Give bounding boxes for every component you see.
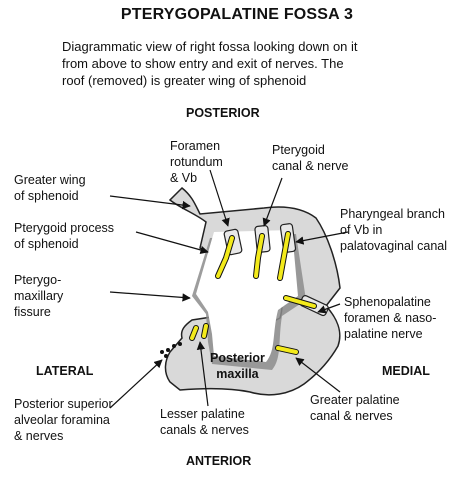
label-line: maxillary	[14, 289, 64, 303]
lesser-palatine-nerve	[190, 326, 198, 340]
psa-foramina	[160, 342, 182, 358]
nerves	[190, 232, 316, 354]
pharyngeal-branch-label: Pharyngeal branch of Vb in palatovaginal…	[340, 206, 447, 254]
label-line: of sphenoid	[14, 237, 79, 251]
lesser-palatine-label: Lesser palatine canals & nerves	[160, 406, 249, 438]
label-line: Lesser palatine	[160, 407, 245, 421]
label-line: maxilla	[216, 367, 259, 381]
label-line: Pterygoid	[272, 143, 325, 157]
label-line: Pterygoid process	[14, 221, 115, 235]
greater-palatine-nerve	[276, 346, 298, 354]
leader-lines	[109, 169, 349, 409]
greater-palatine-label: Greater palatine canal & nerves	[310, 392, 400, 424]
foramen-rotundum-label: Foramen rotundum & Vb	[170, 138, 223, 186]
label-line: Pterygo-	[14, 273, 62, 287]
label-line: of Vb in	[340, 223, 383, 237]
sphenopalatine-foramen-label: Sphenopalatine foramen & naso- palatine …	[344, 294, 436, 342]
label-line: Greater palatine	[310, 393, 400, 407]
posterior-maxilla-label: Posterior maxilla	[210, 350, 265, 382]
diagram-title: PTERYGOPALATINE FOSSA 3	[120, 6, 354, 23]
label-line: canal & nerves	[310, 409, 393, 423]
intro-line: from above to show entry and exit of ner…	[62, 56, 344, 71]
nasopalatine-nerve	[284, 296, 316, 308]
label-line: of sphenoid	[14, 189, 79, 203]
label-line: Posterior superior	[14, 397, 113, 411]
intro-text: Diagrammatic view of right fossa looking…	[62, 38, 467, 89]
medial-label: MEDIAL	[382, 364, 430, 378]
vb-nerve	[216, 236, 234, 278]
pterygoid-nerve	[254, 234, 264, 278]
label-line: canals & nerves	[160, 423, 249, 437]
pterygoid-process-label: Pterygoid process of sphenoid	[14, 220, 114, 252]
label-line: Greater wing	[14, 173, 86, 187]
label-line: & Vb	[170, 171, 198, 185]
label-line: palatine nerve	[344, 327, 423, 341]
intro-line: roof (removed) is greater wing of spheno…	[62, 73, 307, 88]
anterior-label: ANTERIOR	[186, 454, 252, 468]
posterior-label: POSTERIOR	[186, 106, 260, 120]
pharyngeal-branch-nerve	[278, 232, 290, 280]
label-line: rotundum	[170, 155, 223, 169]
label-line: fissure	[14, 305, 51, 319]
pterygoid-canal-label: Pterygoid canal & nerve	[272, 142, 348, 174]
lateral-label: LATERAL	[36, 364, 94, 378]
intro-line: Diagrammatic view of right fossa looking…	[62, 39, 358, 54]
label-line: Posterior	[210, 351, 265, 365]
label-line: & nerves	[14, 429, 64, 443]
label-line: palatovaginal canal	[340, 239, 448, 253]
psa-foramina-label: Posterior superior alveolar foramina & n…	[14, 396, 113, 444]
pterygomaxillary-fissure-label: Pterygo- maxillary fissure	[14, 272, 63, 320]
label-line: alveolar foramina	[14, 413, 110, 427]
label-line: canal & nerve	[272, 159, 349, 173]
label-line: Pharyngeal branch	[340, 207, 445, 221]
greater-wing-label: Greater wing of sphenoid	[14, 172, 86, 204]
label-line: Foramen	[170, 139, 221, 153]
label-line: foramen & naso-	[344, 311, 437, 325]
label-line: Sphenopalatine	[344, 295, 431, 309]
lesser-palatine-nerve	[202, 324, 208, 338]
